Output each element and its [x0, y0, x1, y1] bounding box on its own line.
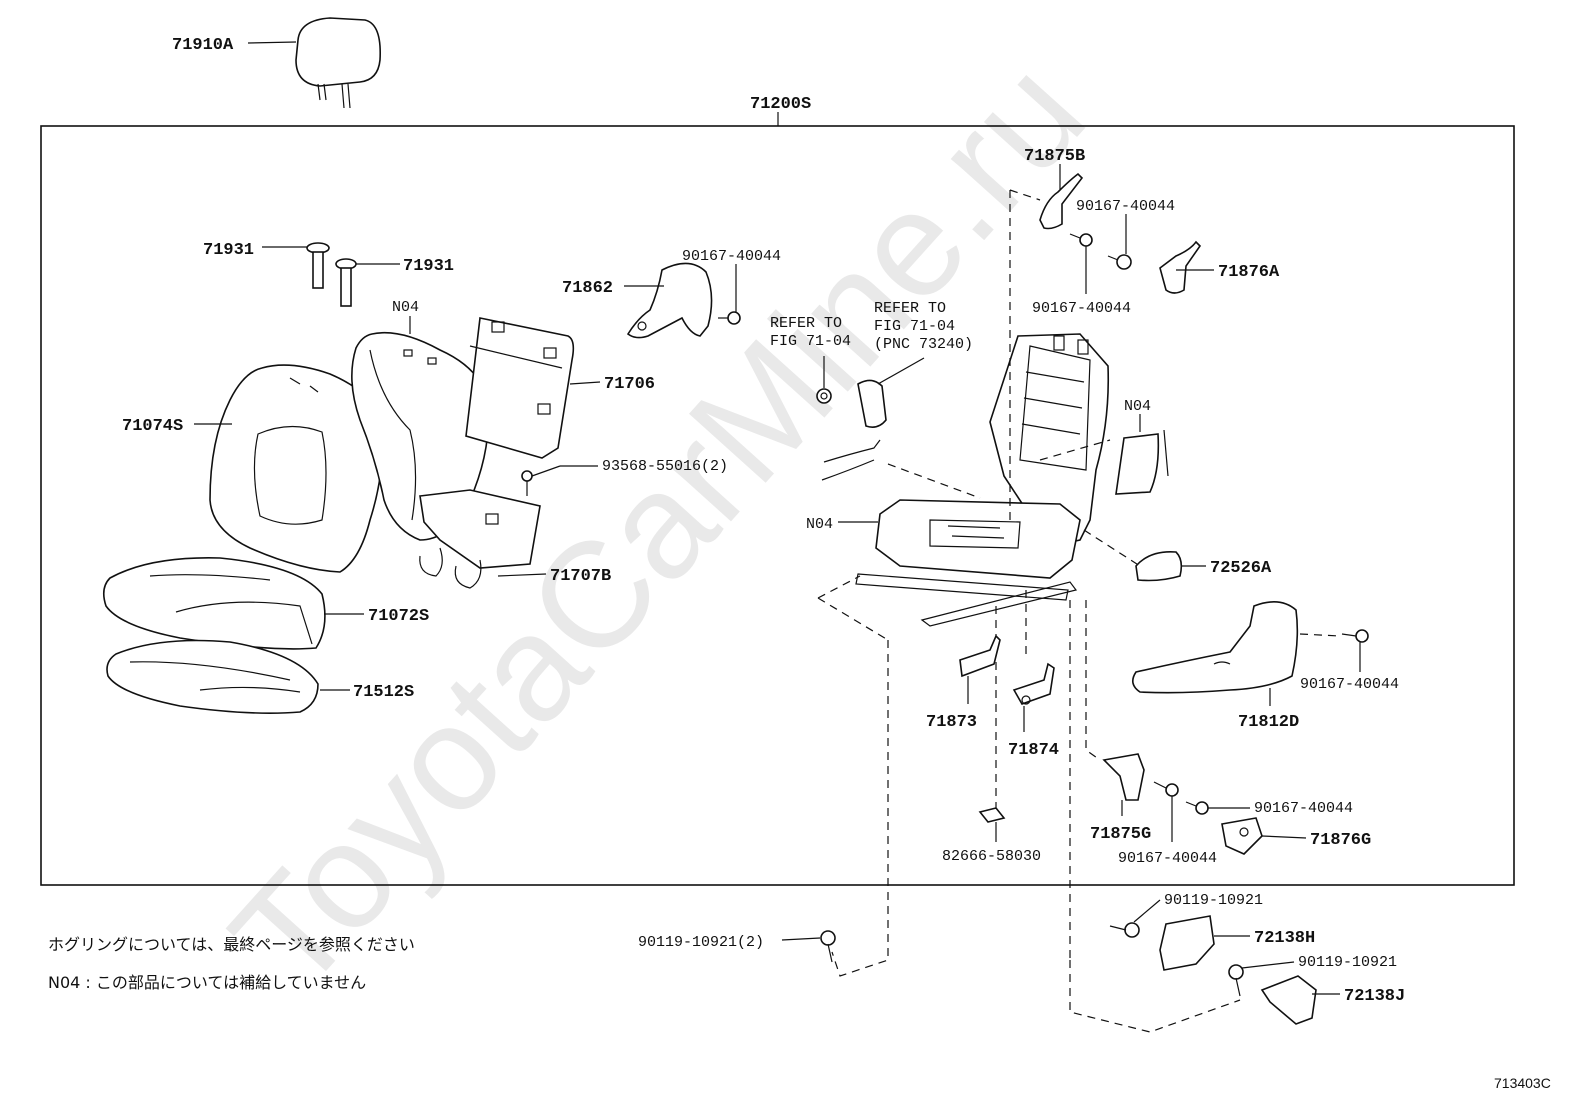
screw-upper-1-part[interactable] — [1107, 254, 1132, 270]
cover-72138J-part[interactable] — [1260, 975, 1317, 1025]
headrest-guide-1-part[interactable] — [306, 242, 330, 289]
label-71874[interactable]: 71874 — [1008, 741, 1059, 760]
figure-code: 713403C — [1494, 1075, 1551, 1091]
label-90167-upper-2[interactable]: 90167-40044 — [1032, 300, 1131, 317]
screw-93568-part[interactable] — [521, 470, 533, 496]
clip-82666-part[interactable] — [978, 807, 1006, 823]
label-N04-frame[interactable]: N04 — [806, 516, 833, 533]
label-N04-back[interactable]: N04 — [392, 299, 419, 316]
label-71862[interactable]: 71862 — [562, 279, 613, 298]
label-90167-71812D[interactable]: 90167-40044 — [1300, 676, 1399, 693]
seat-frame-part[interactable] — [855, 333, 1110, 627]
screw-upper-2-part[interactable] — [1069, 233, 1093, 247]
screw-lower-2-part[interactable] — [1185, 801, 1209, 815]
back-board-part[interactable] — [465, 317, 575, 459]
refer-part-nut — [816, 356, 832, 404]
label-71875B[interactable]: 71875B — [1024, 147, 1085, 166]
seat-back-pad-part[interactable] — [351, 331, 490, 541]
lever-71875B-part[interactable] — [1039, 172, 1084, 230]
shield-71862-part[interactable] — [626, 262, 713, 339]
label-90119-left[interactable]: 90119-10921(2) — [638, 934, 764, 951]
note-hog-ring: ホグリングについては、最終ページを参照ください — [48, 935, 415, 954]
headrest-part[interactable] — [295, 17, 382, 109]
refer-to-left[interactable]: REFER TO FIG 71-04 — [770, 315, 851, 350]
label-82666[interactable]: 82666-58030 — [942, 848, 1041, 865]
label-72526A[interactable]: 72526A — [1210, 559, 1272, 578]
knob-72526A-part[interactable] — [1135, 550, 1183, 582]
label-90167-lower-1[interactable]: 90167-40044 — [1118, 850, 1217, 867]
cover-71876G-part[interactable] — [1221, 817, 1263, 855]
lever-71876A-part[interactable] — [1159, 240, 1202, 294]
bolt-right-2-part[interactable] — [1228, 964, 1244, 997]
headrest-guide-2-part[interactable] — [335, 258, 357, 307]
bolt-right-1-part[interactable] — [1109, 922, 1140, 938]
label-71910A[interactable]: 71910A — [172, 36, 234, 55]
back-board-lower-part[interactable] — [419, 489, 541, 589]
label-71876A[interactable]: 71876A — [1218, 263, 1280, 282]
screw-71862-part[interactable] — [718, 311, 741, 325]
label-71812D[interactable]: 71812D — [1238, 713, 1299, 732]
label-71512S[interactable]: 71512S — [353, 683, 414, 702]
note-n04: N04 : この部品については補給していません — [48, 973, 366, 992]
label-N04-side[interactable]: N04 — [1124, 398, 1151, 415]
label-71931-b[interactable]: 71931 — [403, 257, 454, 276]
bracket-71874-part[interactable] — [1012, 662, 1055, 705]
label-71072S[interactable]: 71072S — [368, 607, 429, 626]
label-72138H[interactable]: 72138H — [1254, 929, 1315, 948]
label-71707B[interactable]: 71707B — [550, 567, 611, 586]
screw-71812D-part[interactable] — [1341, 629, 1369, 643]
label-71875G[interactable]: 71875G — [1090, 825, 1151, 844]
refer-to-right[interactable]: REFER TO FIG 71-04 (PNC 73240) — [874, 300, 973, 353]
seat-cushion-cover-part[interactable] — [102, 557, 326, 650]
label-90119-right-2[interactable]: 90119-10921 — [1298, 954, 1397, 971]
frame-side-part[interactable] — [1115, 429, 1169, 495]
label-90167-lower-2[interactable]: 90167-40044 — [1254, 800, 1353, 817]
assembly-label[interactable]: 71200S — [750, 95, 811, 114]
label-72138J[interactable]: 72138J — [1344, 987, 1405, 1006]
label-71931-a[interactable]: 71931 — [203, 241, 254, 260]
label-90119-right-1[interactable]: 90119-10921 — [1164, 892, 1263, 909]
label-71706[interactable]: 71706 — [604, 375, 655, 394]
screw-lower-1-part[interactable] — [1153, 781, 1179, 797]
label-93568[interactable]: 93568-55016(2) — [602, 458, 728, 475]
label-90167-71862[interactable]: 90167-40044 — [682, 248, 781, 265]
seat-cushion-pad-part[interactable] — [106, 639, 319, 714]
cover-71875G-part[interactable] — [1102, 753, 1145, 801]
cover-72138H-part[interactable] — [1159, 915, 1215, 971]
label-71873[interactable]: 71873 — [926, 713, 977, 732]
bracket-71873-part[interactable] — [959, 634, 1001, 678]
label-71876G[interactable]: 71876G — [1310, 831, 1371, 850]
shield-71812D-part[interactable] — [1132, 601, 1299, 694]
label-71074S[interactable]: 71074S — [122, 417, 183, 436]
label-90167-upper-1[interactable]: 90167-40044 — [1076, 198, 1175, 215]
refer-part-buckle — [821, 357, 925, 481]
bolt-left-part[interactable] — [820, 930, 836, 963]
